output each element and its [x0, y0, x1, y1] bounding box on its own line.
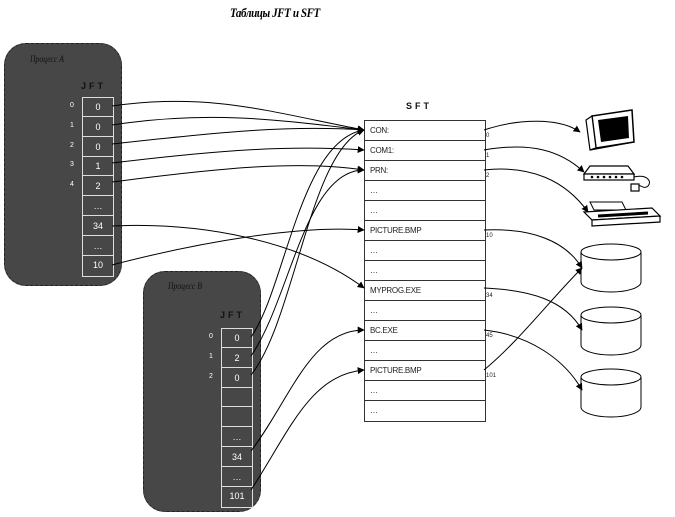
link-con-monitor	[483, 120, 581, 133]
link-a10-picture	[111, 226, 365, 266]
sft-row-number: 0	[486, 133, 490, 139]
sft-row-number: 45	[486, 333, 493, 339]
sft-row-number: 10	[486, 233, 493, 239]
jft-cell: 0	[222, 369, 252, 388]
jft-index: 1	[70, 121, 74, 129]
disk-icon	[580, 243, 642, 293]
sft-row: …	[365, 201, 485, 221]
diagram-title: Таблицы JFT и SFT	[230, 5, 320, 20]
printer-icon	[582, 201, 662, 227]
jft-cell: 0	[83, 98, 113, 117]
link-prn-printer	[483, 168, 589, 213]
sft-row: CON:	[365, 121, 485, 141]
jft-cell: 10	[92, 260, 103, 271]
sft-table: CON:COM1:PRN:……PICTURE.BMP……MYPROG.EXE…B…	[364, 120, 486, 422]
jft-cell	[222, 408, 252, 428]
sft-row-number: 34	[486, 293, 493, 299]
jft-cell: 2	[83, 177, 113, 197]
jft-cell	[222, 388, 252, 408]
jft-cell: 0	[83, 118, 113, 137]
process-a-jft-header: JFT	[81, 81, 107, 91]
link-myprog-disk2	[483, 287, 583, 331]
jft-cell: 1	[83, 157, 113, 177]
disk-icon	[580, 368, 642, 418]
link-b0-con	[250, 127, 365, 338]
disk-icon	[580, 306, 642, 356]
link-a34-myprog	[111, 225, 365, 289]
link-a2-con	[111, 126, 365, 145]
jft-cell: …	[83, 197, 113, 216]
sft-row: PICTURE.BMP	[365, 221, 485, 241]
jft-index: 0	[70, 102, 74, 109]
jft-cell: 34	[222, 448, 252, 467]
link-b34-bc	[250, 326, 365, 452]
jft-cell: 0	[222, 329, 252, 348]
sft-row: …	[370, 406, 378, 415]
link-picture2-disk1	[483, 267, 583, 371]
sft-row: …	[365, 181, 485, 201]
link-com1-modem	[483, 146, 585, 173]
monitor-icon	[585, 109, 635, 151]
jft-index: 2	[209, 372, 213, 380]
jft-cell: …	[222, 468, 252, 487]
process-b-label: Процесс В	[168, 281, 202, 291]
sft-row: MYPROG.EXE	[365, 281, 485, 301]
sft-row: …	[365, 261, 485, 281]
sft-row: …	[365, 301, 485, 321]
link-a0-con	[111, 100, 365, 133]
sft-row: …	[365, 241, 485, 261]
link-b1-prn	[250, 166, 365, 357]
link-bc-disk3	[483, 329, 583, 391]
link-a4-prn	[111, 165, 365, 183]
jft-index: 1	[209, 352, 213, 360]
link-a3-com1	[111, 146, 365, 164]
jft-cell: 101	[229, 491, 245, 502]
jft-cell: 2	[222, 349, 252, 368]
process-b-jft-header: JFT	[220, 310, 246, 320]
jft-index: 2	[70, 141, 74, 149]
link-b101-picture	[250, 367, 365, 491]
sft-row: BC.EXE	[365, 321, 485, 341]
sft-row: …	[365, 381, 485, 401]
sft-row-number: 2	[486, 173, 490, 179]
sft-row: PRN:	[365, 161, 485, 181]
jft-index: 4	[70, 181, 74, 189]
sft-header: SFT	[406, 101, 432, 111]
link-b2-con	[250, 128, 365, 376]
link-a1-con	[111, 116, 365, 133]
jft-cell: …	[83, 237, 113, 256]
jft-cell: 0	[83, 138, 113, 157]
sft-row: …	[365, 341, 485, 361]
jft-cell: …	[222, 428, 252, 447]
link-picture-disk1	[483, 229, 583, 269]
sft-row: PICTURE.BMP	[365, 361, 485, 381]
modem-icon	[582, 165, 650, 192]
jft-cell: 34	[83, 217, 113, 236]
jft-index: 0	[209, 333, 213, 340]
sft-row: COM1:	[365, 141, 485, 161]
process-a-label: Процесс А	[30, 54, 64, 64]
sft-row-number: 1	[486, 153, 490, 159]
sft-row-number: 101	[486, 373, 497, 379]
jft-index: 3	[70, 161, 74, 169]
